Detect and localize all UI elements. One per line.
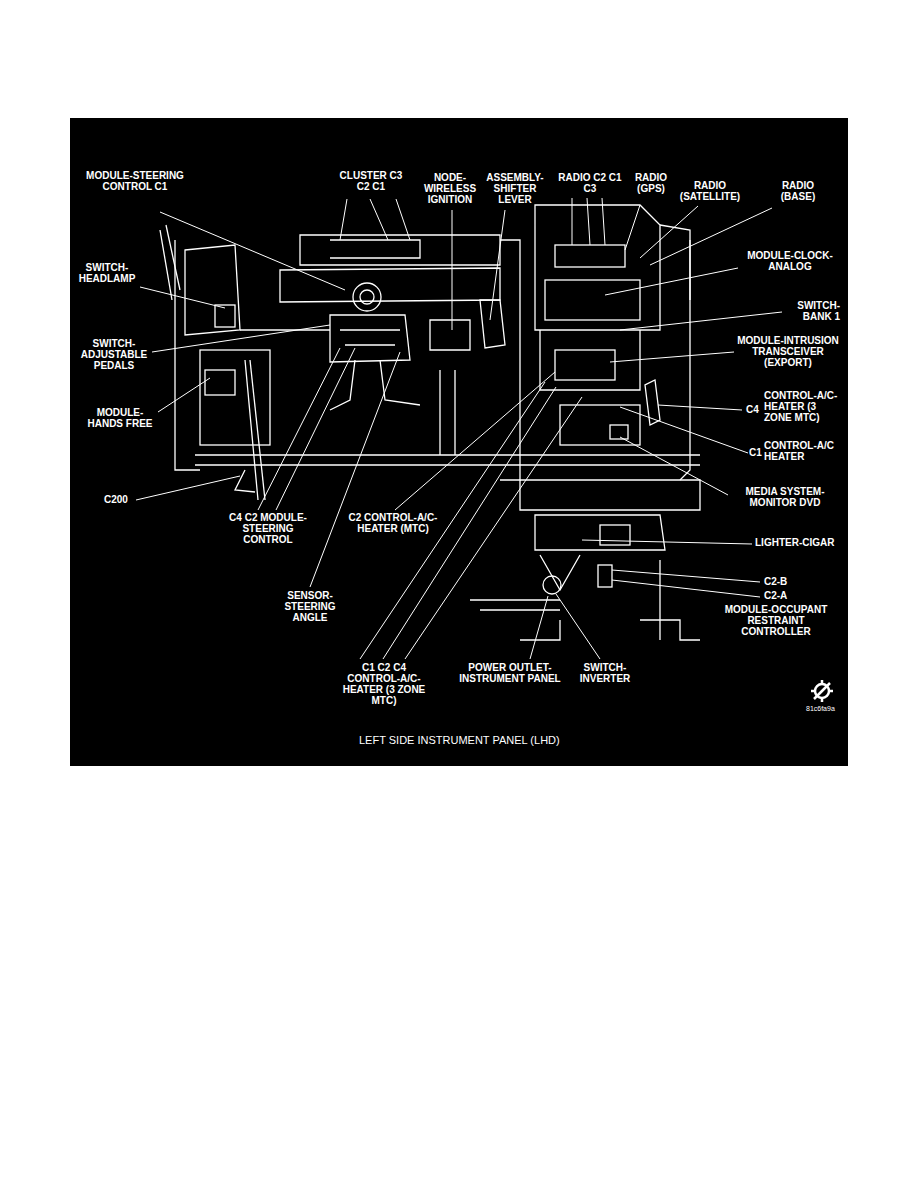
callout-label: MODULE-INTRUSION TRANSCEIVER (EXPORT) xyxy=(734,335,842,368)
callout-label: C2-A xyxy=(764,590,787,601)
callout-label: MODULE-HANDS FREE xyxy=(82,407,158,429)
callout-label: MEDIA SYSTEM-MONITOR DVD xyxy=(728,486,842,508)
callout-label: RADIO (GPS) xyxy=(620,172,682,194)
callout-label: SWITCH-HEADLAMP xyxy=(74,262,140,284)
callout-label: CONTROL-A/C-HEATER (3 ZONE MTC) xyxy=(764,390,844,423)
callout-label: C1 C2 C4 CONTROL-A/C-HEATER (3 ZONE MTC) xyxy=(340,662,428,706)
figure-code: 81c6fa9a xyxy=(806,705,835,713)
callout-label: RADIO C2 C1 C3 xyxy=(556,172,624,194)
callout-label: C200 xyxy=(104,494,128,505)
figure-caption: LEFT SIDE INSTRUMENT PANEL (LHD) xyxy=(359,734,560,747)
callout-label: SENSOR-STEERING ANGLE xyxy=(278,590,342,623)
callout-label: C4 C2 MODULE-STEERING CONTROL xyxy=(228,512,308,545)
callout-label: SWITCH-INVERTER xyxy=(574,662,636,684)
callout-label: POWER OUTLET-INSTRUMENT PANEL xyxy=(444,662,576,684)
callout-label: C1 xyxy=(749,447,762,458)
callout-label: RADIO (SATELLITE) xyxy=(668,180,752,202)
callout-label: SWITCH-BANK 1 xyxy=(784,300,840,322)
callout-label: C2 CONTROL-A/C-HEATER (MTC) xyxy=(348,512,438,534)
black-panel xyxy=(70,118,848,766)
callout-label: NODE-WIRELESS IGNITION xyxy=(414,172,486,205)
callout-label: C2-B xyxy=(764,576,787,587)
callout-label: SWITCH-ADJUSTABLE PEDALS xyxy=(74,338,154,371)
callout-label: C4 xyxy=(746,404,759,415)
callout-label: CONTROL-A/C HEATER xyxy=(764,440,840,462)
callout-label: CLUSTER C3 C2 C1 xyxy=(335,170,407,192)
callout-label: RADIO (BASE) xyxy=(764,180,832,202)
callout-label: MODULE-STEERING CONTROL C1 xyxy=(80,170,190,192)
callout-label: ASSEMBLY-SHIFTER LEVER xyxy=(476,172,554,205)
callout-label: MODULE-CLOCK-ANALOG xyxy=(738,250,842,272)
callout-label: LIGHTER-CIGAR xyxy=(755,537,834,548)
callout-label: MODULE-OCCUPANT RESTRAINT CONTROLLER xyxy=(712,604,840,637)
